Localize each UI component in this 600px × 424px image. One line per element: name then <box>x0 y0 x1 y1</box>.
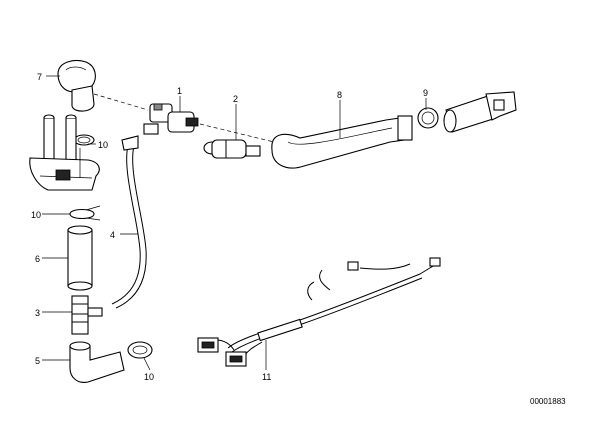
callout-4: 4 <box>110 230 115 240</box>
callout-1: 1 <box>177 86 182 96</box>
callout-6: 6 <box>35 254 40 264</box>
callout-labels: 7 1 2 8 9 10 10 6 3 5 4 10 11 <box>31 72 428 382</box>
part-11-wiring-harness <box>197 257 441 367</box>
part-3-connector <box>71 295 103 335</box>
callout-9: 9 <box>423 88 428 98</box>
callout-10-upper: 10 <box>98 140 108 150</box>
callout-10-lower: 10 <box>144 372 154 382</box>
part-9-clamp <box>417 107 439 129</box>
reference-number: 00001883 <box>530 397 566 406</box>
part-2-motor <box>203 139 261 159</box>
part-7-cap <box>57 59 96 112</box>
part-10-clip-upper <box>73 134 95 146</box>
callout-7: 7 <box>37 72 42 82</box>
part-1-pump <box>143 103 199 135</box>
part-intake-bracket <box>443 91 517 133</box>
part-10-clip-lower <box>127 341 153 359</box>
callout-5: 5 <box>35 356 40 366</box>
part-8-large-hose <box>271 115 413 169</box>
callout-2: 2 <box>233 94 238 104</box>
part-6-hose <box>67 225 93 291</box>
part-10-clip-mid <box>69 205 101 221</box>
leader-lines <box>42 75 427 371</box>
callout-8: 8 <box>337 90 342 100</box>
part-5-elbow <box>69 341 125 383</box>
callout-3: 3 <box>35 308 40 318</box>
callout-10-mid: 10 <box>31 210 41 220</box>
part-4-thin-hose <box>111 135 147 309</box>
part-reservoir-base <box>29 114 100 191</box>
callout-11: 11 <box>262 372 271 382</box>
